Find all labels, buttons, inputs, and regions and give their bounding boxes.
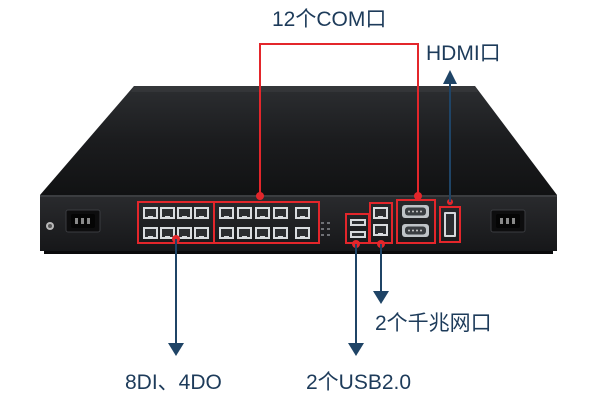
chassis-top [40,86,557,195]
power-inlet-right [490,209,526,233]
usb-callout: 2个USB2.0 [306,371,412,394]
lan-callout: 2个千兆网口 [375,312,492,335]
leader-lines [259,43,419,196]
arrow-up-icon [443,70,457,84]
hdmi-callout: HDMI口 [426,42,501,65]
com-callout: 12个COM口 [272,8,387,31]
arrow-down-icon [168,343,184,356]
arrow-down-icon [348,343,364,356]
power-inlet-left [65,209,101,233]
ground-screw [46,222,54,230]
hdmi-port [444,212,456,237]
arrow-lines [175,82,451,346]
dio-callout: 8DI、4DO [125,371,222,394]
status-leds [321,222,330,236]
arrow-down-icon [373,291,389,304]
front-panel [40,195,557,251]
usb-ports [350,219,366,238]
